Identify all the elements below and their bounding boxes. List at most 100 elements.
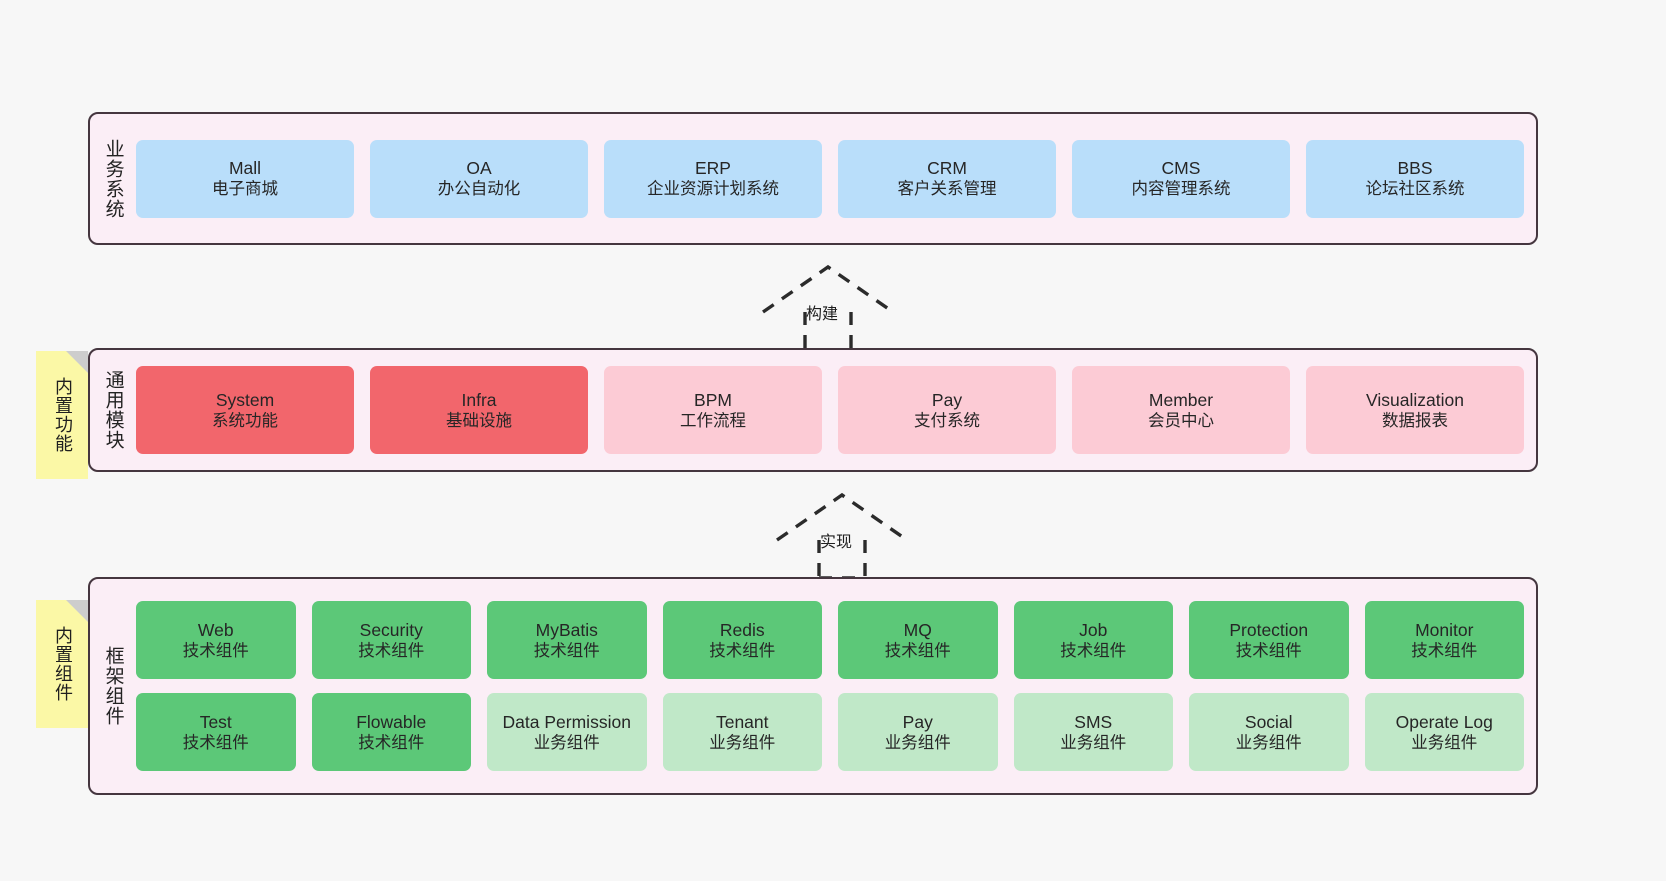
module-name: Visualization [1366,389,1464,410]
module-desc: 技术组件 [709,641,776,660]
module-name: MQ [903,619,932,640]
module-box-mybatis[interactable]: MyBatis 技术组件 [487,601,647,679]
module-desc: 会员中心 [1148,411,1214,430]
module-box-test[interactable]: Test 技术组件 [136,693,296,771]
note-builtin-component: 内置组件 [36,600,88,728]
module-name: BPM [694,389,732,410]
module-box-tenant[interactable]: Tenant 业务组件 [662,693,822,771]
note-builtin-function: 内置功能 [36,351,88,479]
module-name: Member [1148,389,1214,410]
module-desc: 企业资源计划系统 [647,180,779,199]
layer-body-common-module: System 系统功能 Infra 基础设施 BPM 工作流程 Pay 支付系统… [136,350,1536,470]
note-fold-corner [66,351,88,373]
module-name: Operate Log [1395,711,1493,732]
module-name: Monitor [1415,619,1474,640]
layer-row: System 系统功能 Infra 基础设施 BPM 工作流程 Pay 支付系统… [136,366,1524,454]
layer-business-system: 业务系统 Mall 电子商城 OA 办公自动化 ERP 企业资源计划系统 CRM… [88,112,1538,245]
module-box-crm[interactable]: CRM 客户关系管理 [838,139,1056,218]
connector-label-implement: 实现 [820,534,853,551]
module-name: CMS [1161,158,1201,179]
module-desc: 数据报表 [1382,411,1448,430]
module-name: CRM [927,158,967,179]
module-name: Security [359,619,423,640]
module-name: MyBatis [535,619,598,640]
module-box-job[interactable]: Job 技术组件 [1013,601,1173,679]
layer-framework-component: 框架组件 Web 技术组件 Security 技术组件 MyBatis 技术组件… [88,577,1538,795]
module-box-mall[interactable]: Mall 电子商城 [136,139,354,218]
module-box-social[interactable]: Social 业务组件 [1189,693,1349,771]
module-box-cms[interactable]: CMS 内容管理系统 [1072,139,1290,218]
module-box-monitor[interactable]: Monitor 技术组件 [1364,601,1524,679]
module-desc: 论坛社区系统 [1365,180,1465,199]
layer-common-module: 通用模块 System 系统功能 Infra 基础设施 BPM 工作流程 Pay… [88,348,1538,472]
module-desc: 技术组件 [884,641,951,660]
connector-build: 构建 [758,262,898,352]
module-box-visualization[interactable]: Visualization 数据报表 [1306,366,1524,454]
layer-row: Mall 电子商城 OA 办公自动化 ERP 企业资源计划系统 CRM 客户关系… [136,139,1524,218]
module-name: Job [1079,619,1108,640]
module-name: Data Permission [502,711,631,732]
module-name: System [215,389,275,410]
arrowhead-open [762,264,894,314]
module-box-operate-log[interactable]: Operate Log 业务组件 [1364,693,1524,771]
module-desc: 业务组件 [1060,733,1127,752]
module-name: Web [197,619,234,640]
module-name: Infra [461,389,497,410]
module-desc: 技术组件 [1060,641,1127,660]
module-name: Social [1244,711,1293,732]
module-box-bbs[interactable]: BBS 论坛社区系统 [1306,139,1524,218]
module-desc: 工作流程 [680,411,746,430]
module-box-system[interactable]: System 系统功能 [136,366,354,454]
module-box-member[interactable]: Member 会员中心 [1072,366,1290,454]
module-desc: 客户关系管理 [897,180,997,199]
module-name: Flowable [356,711,427,732]
module-box-erp[interactable]: ERP 企业资源计划系统 [604,139,822,218]
module-desc: 技术组件 [358,641,425,660]
module-box-data-permission[interactable]: Data Permission 业务组件 [487,693,647,771]
connector-label-build: 构建 [806,306,839,323]
module-box-protection[interactable]: Protection 技术组件 [1189,601,1349,679]
module-box-sms[interactable]: SMS 业务组件 [1013,693,1173,771]
module-desc: 技术组件 [182,733,249,752]
note-label: 内置功能 [52,377,73,453]
module-desc: 业务组件 [1235,733,1302,752]
module-box-bpm[interactable]: BPM 工作流程 [604,366,822,454]
module-desc: 业务组件 [1411,733,1478,752]
module-box-mq[interactable]: MQ 技术组件 [838,601,998,679]
module-box-flowable[interactable]: Flowable 技术组件 [311,693,471,771]
module-name: Redis [719,619,765,640]
module-name: BBS [1397,158,1433,179]
module-name: SMS [1074,711,1113,732]
module-desc: 业务组件 [533,733,600,752]
module-box-infra[interactable]: Infra 基础设施 [370,366,588,454]
module-box-pay-business[interactable]: Pay 业务组件 [838,693,998,771]
module-desc: 系统功能 [212,411,278,430]
module-desc: 技术组件 [1411,641,1478,660]
module-desc: 支付系统 [914,411,980,430]
module-name: Tenant [715,711,769,732]
arrowhead-open [776,492,908,542]
module-desc: 技术组件 [533,641,600,660]
layer-body-business-system: Mall 电子商城 OA 办公自动化 ERP 企业资源计划系统 CRM 客户关系… [136,114,1536,243]
module-box-oa[interactable]: OA 办公自动化 [370,139,588,218]
module-desc: 业务组件 [709,733,776,752]
module-name: Pay [902,711,933,732]
layer-body-framework-component: Web 技术组件 Security 技术组件 MyBatis 技术组件 Redi… [136,579,1536,793]
module-box-security[interactable]: Security 技术组件 [311,601,471,679]
layer-title-business-system: 业务系统 [102,138,124,219]
module-box-web[interactable]: Web 技术组件 [136,601,296,679]
module-name: Protection [1229,619,1309,640]
module-desc: 技术组件 [358,733,425,752]
module-name: Test [199,711,232,732]
module-name: Mall [228,158,262,179]
module-desc: 基础设施 [446,411,512,430]
module-name: ERP [695,158,731,179]
module-desc: 技术组件 [182,641,249,660]
note-label: 内置组件 [52,626,73,702]
module-box-redis[interactable]: Redis 技术组件 [662,601,822,679]
layer-title-framework-component: 框架组件 [102,646,124,726]
connector-implement: 实现 [772,490,912,580]
module-box-pay[interactable]: Pay 支付系统 [838,366,1056,454]
layer-title-common-module: 通用模块 [102,370,124,450]
